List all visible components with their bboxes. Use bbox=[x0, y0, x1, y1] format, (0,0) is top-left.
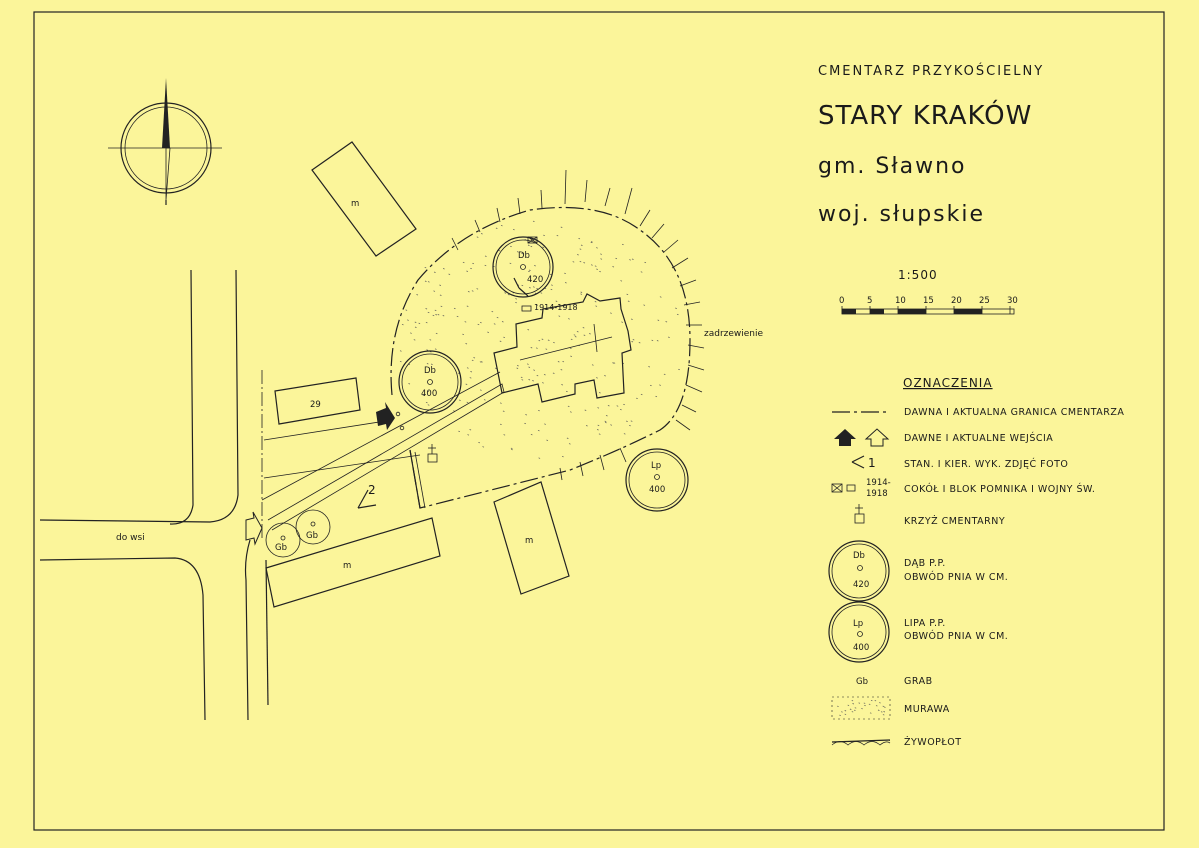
title-block: CMENTARZ PRZYKOŚCIELNY STARY KRAKÓW gm. … bbox=[818, 63, 1044, 227]
lawn-area bbox=[399, 220, 680, 459]
legend-item-lawn: MURAWA bbox=[831, 696, 950, 720]
tree-code: Db bbox=[424, 366, 436, 376]
building-south-east: m bbox=[493, 481, 570, 595]
cross-icon bbox=[427, 444, 438, 463]
scale-tick-label: 25 bbox=[979, 296, 990, 306]
voivodeship-label: woj. słupskie bbox=[818, 202, 985, 227]
monument-icon: 1914-1918 bbox=[521, 303, 578, 312]
building-north: m bbox=[311, 141, 417, 257]
legend-symbol-text: 420 bbox=[853, 580, 869, 590]
tree-value: 400 bbox=[649, 485, 665, 495]
legend-item-oak: Db 420 DĄB P.P. OBWÓD PNIA W CM. bbox=[828, 540, 1008, 602]
legend-label: DAWNA I AKTUALNA GRANICA CMENTARZA bbox=[904, 407, 1124, 418]
legend-label: ŻYWOPŁOT bbox=[904, 737, 962, 748]
legend-item-hornbeam: Gb GRAB bbox=[856, 676, 933, 687]
legend-label: KRZYŻ CMENTARNY bbox=[904, 516, 1005, 527]
oak-tree-top-icon: Db 420 bbox=[492, 236, 554, 298]
oak-tree-left-icon: Db 400 bbox=[398, 350, 462, 414]
legend-symbol-text: Lp bbox=[853, 619, 863, 629]
entrance-new-icon bbox=[245, 511, 263, 546]
building-label: m bbox=[351, 199, 359, 209]
legend-label: DAWNE I AKTUALNE WEJŚCIA bbox=[904, 432, 1053, 444]
legend-symbol-text: 400 bbox=[853, 643, 869, 653]
scale-tick-label: 10 bbox=[895, 296, 906, 306]
linden-tree-icon: Lp 400 bbox=[625, 448, 689, 512]
hornbeam-tree-icon: Gb bbox=[295, 509, 331, 545]
tree-value: 420 bbox=[527, 275, 543, 285]
hornbeam-tree-icon: Gb bbox=[265, 522, 301, 558]
tree-code: Db bbox=[518, 251, 530, 261]
tree-value: 400 bbox=[421, 389, 437, 399]
legend-symbol-text: 1914- bbox=[866, 478, 891, 488]
legend-label: COKÓŁ I BLOK POMNIKA I WOJNY ŚW. bbox=[904, 483, 1095, 495]
legend: OZNACZENIA DAWNA I AKTUALNA GRANICA CMEN… bbox=[828, 376, 1124, 748]
commune-label: gm. Sławno bbox=[818, 154, 966, 179]
legend-heading: OZNACZENIA bbox=[903, 376, 993, 390]
scale-tick-label: 5 bbox=[867, 296, 872, 306]
legend-item-entrances: DAWNE I AKTUALNE WEJŚCIA bbox=[834, 428, 1053, 447]
legend-item-linden: Lp 400 LIPA P.P. OBWÓD PNIA W CM. bbox=[828, 601, 1008, 663]
entrance-old-icon bbox=[376, 402, 405, 431]
road: do wsi bbox=[39, 269, 269, 721]
tree-code: Gb bbox=[275, 543, 287, 553]
map-subtitle: CMENTARZ PRZYKOŚCIELNY bbox=[818, 63, 1044, 79]
legend-label: OBWÓD PNIA W CM. bbox=[904, 630, 1008, 642]
photo-number: 2 bbox=[368, 483, 376, 497]
scale-tick-label: 15 bbox=[923, 296, 934, 306]
legend-symbol-text: 1 bbox=[868, 456, 876, 470]
scale-tick-label: 30 bbox=[1007, 296, 1018, 306]
road-label: do wsi bbox=[116, 533, 145, 543]
building-south-west: m bbox=[265, 517, 441, 608]
legend-label: OBWÓD PNIA W CM. bbox=[904, 571, 1008, 583]
legend-symbol-text: Gb bbox=[856, 677, 868, 687]
legend-item-photo: 1 STAN. I KIER. WYK. ZDJĘĆ FOTO bbox=[851, 455, 1068, 470]
tree-belt bbox=[451, 169, 705, 481]
legend-label: STAN. I KIER. WYK. ZDJĘĆ FOTO bbox=[904, 458, 1068, 470]
building-29: 29 bbox=[274, 377, 361, 425]
monument-years: 1914-1918 bbox=[534, 303, 578, 312]
tree-code: Gb bbox=[306, 531, 318, 541]
scale-ratio: 1:500 bbox=[898, 268, 938, 282]
tree-code: Lp bbox=[651, 461, 661, 471]
cemetery-boundary: zadrzewienie bbox=[390, 169, 764, 509]
north-arrow-icon bbox=[108, 78, 222, 205]
legend-label: GRAB bbox=[904, 676, 933, 687]
scale-tick-label: 0 bbox=[839, 296, 844, 306]
legend-label: MURAWA bbox=[904, 704, 950, 715]
building-label: m bbox=[343, 561, 351, 571]
legend-item-hedge: ŻYWOPŁOT bbox=[831, 737, 962, 748]
legend-item-monument: 1914- 1918 COKÓŁ I BLOK POMNIKA I WOJNY … bbox=[831, 478, 1095, 499]
building-label: m bbox=[525, 536, 533, 546]
map-title: STARY KRAKÓW bbox=[818, 99, 1032, 131]
sheet-frame bbox=[33, 11, 1165, 831]
photo-station-icon bbox=[513, 277, 529, 297]
legend-label: DĄB P.P. bbox=[904, 558, 946, 569]
legend-label: LIPA P.P. bbox=[904, 618, 946, 629]
legend-item-cross: KRZYŻ CMENTARNY bbox=[854, 504, 1005, 527]
legend-symbol-text: 1918 bbox=[866, 489, 888, 499]
scale-tick-label: 20 bbox=[951, 296, 962, 306]
scale-bar: 1:500 0 5 10 15 20 25 30 bbox=[839, 268, 1018, 315]
church bbox=[493, 293, 632, 403]
path bbox=[261, 371, 505, 531]
photo-station-icon: 2 bbox=[357, 483, 377, 509]
trees-label: zadrzewienie bbox=[704, 329, 764, 339]
building-number: 29 bbox=[310, 400, 321, 410]
legend-item-boundary: DAWNA I AKTUALNA GRANICA CMENTARZA bbox=[832, 407, 1124, 418]
legend-symbol-text: Db bbox=[853, 551, 865, 561]
